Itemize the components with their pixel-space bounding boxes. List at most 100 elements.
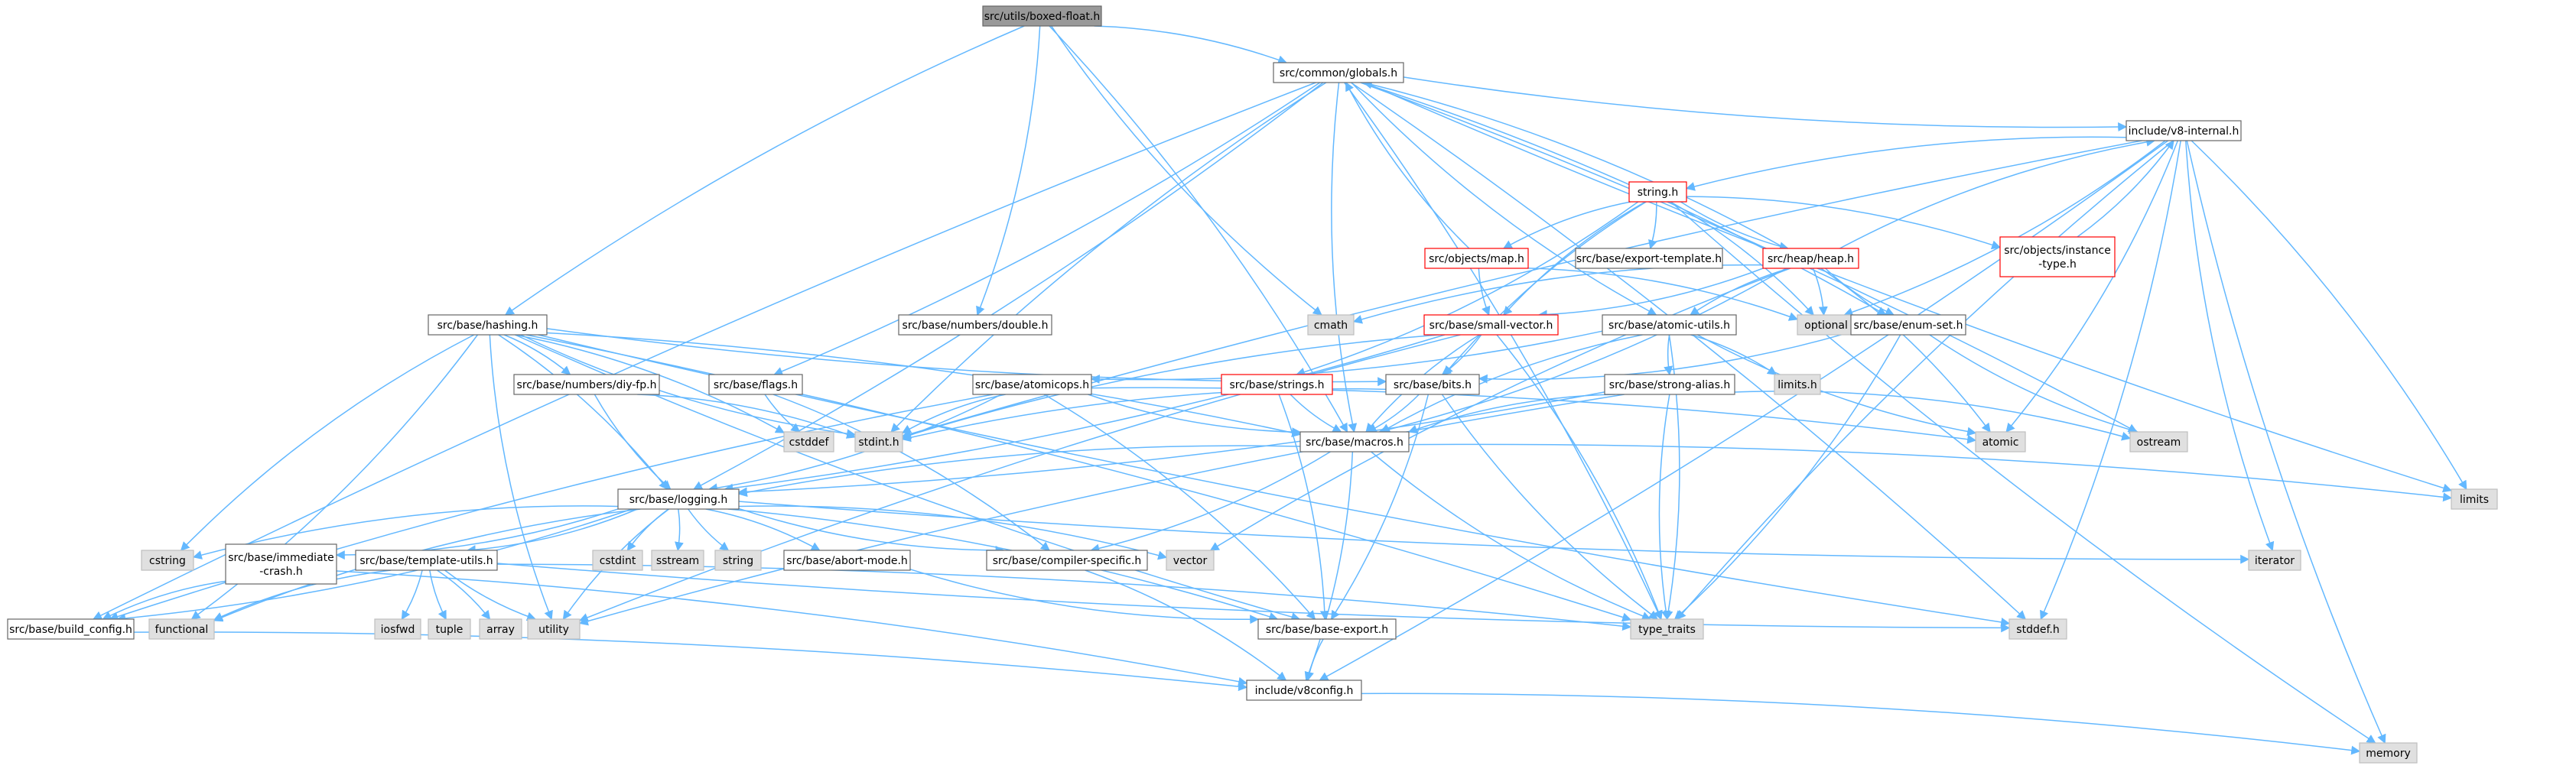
node-strong_alias[interactable]: src/base/strong-alias.h [1604,374,1735,395]
edge-objects_map-to-optional [1527,268,1799,321]
node-box [1975,431,2026,452]
node-label: src/base/atomicops.h [975,379,1089,391]
node-label: string [723,555,753,567]
node-boxed_float[interactable]: src/utils/boxed-float.h [982,5,1102,27]
edge-logging-to-template_utils [466,508,638,555]
edge-compiler_specific-to-v8config [1085,569,1287,681]
node-strings[interactable]: src/base/strings.h [1221,374,1333,395]
node-heap_heap[interactable]: src/heap/heap.h [1762,248,1859,269]
node-globals[interactable]: src/common/globals.h [1273,62,1404,83]
node-base_export[interactable]: src/base/base-export.h [1257,618,1397,640]
edge-logging-to-sstream [675,508,684,552]
node-numbers_double[interactable]: src/base/numbers/double.h [898,314,1052,336]
edge-heap_heap-to-enum_set [1825,268,1895,316]
node-bits[interactable]: src/base/bits.h [1385,374,1480,395]
edge-heap_heap-to-atomic_utils [1690,268,1791,316]
edge-heap_heap-to-macros [1378,268,1787,435]
edge-template_utils-to-array [437,569,491,620]
edge-heap_heap-to-optional [1812,268,1828,316]
edge-atomic_utils-to-type_traits [1664,334,1680,621]
edge-logging-to-abort_mode [705,508,821,551]
node-label: src/base/hashing.h [437,320,538,332]
edge-hashing-to-cstring [180,334,475,551]
node-box [1628,181,1687,203]
edge-string_h-to-bits [1443,201,1647,375]
edge-abort_mode-to-base_export [909,569,1260,624]
node-instance_type[interactable]: src/objects/instance-type.h [1999,236,2116,277]
node-atomic: atomic [1975,431,2026,452]
node-small_vector[interactable]: src/base/small-vector.h [1423,314,1559,336]
node-label: src/base/macros.h [1306,436,1403,449]
node-build_config[interactable]: src/base/build_config.h [7,618,135,640]
node-macros[interactable]: src/base/macros.h [1299,431,1410,452]
edge-enum_set-to-ostream [1929,334,2139,434]
edge-strong_alias-to-logging [737,391,1605,497]
node-string_h[interactable]: string.h [1628,181,1687,203]
node-label: src/heap/heap.h [1768,253,1854,265]
node-label: src/utils/boxed-float.h [984,11,1101,23]
edge-strong_alias-to-ostream [1734,391,2132,441]
node-box [1246,680,1362,701]
node-box [2451,488,2498,510]
edge-hashing-to-type_traits [525,334,1632,622]
edge-small_vector-to-stdint [901,334,1439,440]
node-optional: optional [1797,314,1856,336]
edge-string_h-to-objects_map [1502,201,1631,249]
node-v8internal[interactable]: include/v8-internal.h [2126,120,2242,141]
node-label: src/base/strings.h [1229,379,1324,391]
node-box [1257,618,1397,640]
node-sstream: sstream [651,550,704,571]
node-label: iosfwd [381,624,415,636]
edge-globals-to-stddef [1350,82,2027,620]
node-box [1423,314,1559,336]
edge-atomic_utils-to-atomicops [1090,330,1603,384]
edge-v8internal-to-memory [2186,140,2386,744]
node-ostream: ostream [2129,431,2188,452]
edge-base_export-to-v8config [1305,638,1324,682]
node-box [783,431,834,452]
node-box [7,618,135,640]
edge-heap_heap-to-atomic [1820,268,1991,433]
node-diy_fp[interactable]: src/base/numbers/diy-fp.h [513,374,660,395]
edge-heap_heap-to-v8internal [1839,137,2156,249]
edge-template_utils-to-iosfwd [401,569,423,621]
node-box [1273,62,1404,83]
node-label: src/base/atomic-utils.h [1608,320,1730,332]
node-atomicops[interactable]: src/base/atomicops.h [972,374,1092,395]
node-box [708,374,803,395]
node-box [617,488,740,510]
node-label: limits.h [1778,379,1817,391]
node-compiler_specific[interactable]: src/base/compiler-specific.h [986,550,1148,571]
edge-v8internal-to-v8config [1319,140,2169,681]
node-label: -type.h [2038,258,2077,271]
node-hashing[interactable]: src/base/hashing.h [428,314,548,336]
node-label: array [486,624,515,636]
node-enum_set[interactable]: src/base/enum-set.h [1850,314,1966,336]
node-template_utils[interactable]: src/base/template-utils.h [355,550,498,571]
node-v8config[interactable]: include/v8config.h [1246,680,1362,701]
node-export_template[interactable]: src/base/export-template.h [1575,248,1723,269]
node-abort_mode[interactable]: src/base/abort-mode.h [783,550,911,571]
node-label: src/base/numbers/diy-fp.h [517,379,657,391]
edge-template_utils-to-utility [444,569,537,621]
edge-hashing-to-cstddef [515,334,785,433]
edge-hashing-to-utility [489,334,553,621]
node-flags[interactable]: src/base/flags.h [708,374,803,395]
edge-string_h-to-heap_heap [1680,201,1789,251]
node-objects_map[interactable]: src/objects/map.h [1424,248,1529,269]
edge-string_h-to-export_template [1648,201,1657,250]
node-atomic_utils[interactable]: src/base/atomic-utils.h [1602,314,1737,336]
node-box [1774,374,1821,395]
node-immediate_crash[interactable]: src/base/immediate-crash.h [225,543,337,585]
node-box [1307,314,1355,336]
node-label: stddef.h [2016,624,2059,636]
node-logging[interactable]: src/base/logging.h [617,488,740,510]
node-label: functional [155,624,209,636]
edge-v8internal-to-iterator [2185,140,2275,552]
edge-build_config-to-v8config [133,631,1248,692]
node-functional: functional [148,618,215,640]
node-box [714,550,762,571]
node-label: cstring [149,555,186,567]
edge-hashing-to-logging [498,334,668,490]
node-label: include/v8-internal.h [2129,125,2239,138]
